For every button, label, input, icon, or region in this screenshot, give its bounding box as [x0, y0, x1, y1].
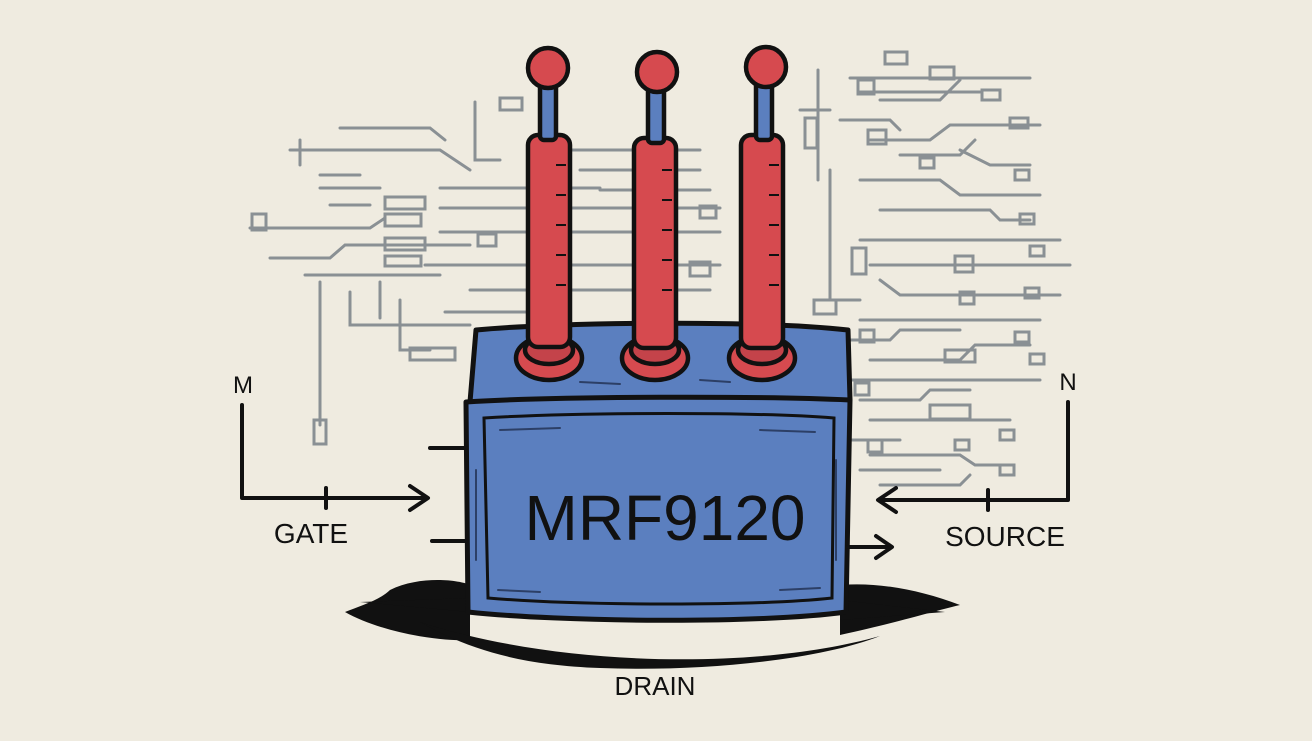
left-marker-label: M: [233, 372, 253, 399]
device-label: MRF9120: [525, 482, 806, 554]
circuit-traces-icon: [248, 50, 1072, 487]
ground-shadow: [345, 580, 960, 669]
arrow-right-icon: [408, 484, 430, 512]
drain-lead: [846, 534, 894, 560]
arrow-left-icon: [876, 486, 898, 514]
pin-1: [513, 45, 585, 383]
pins: [513, 44, 798, 383]
source-label: SOURCE: [945, 521, 1065, 552]
gate-lead: [240, 403, 430, 512]
pin-3: [726, 44, 798, 383]
drain-label: DRAIN: [615, 671, 696, 701]
gate-label: GATE: [274, 518, 348, 549]
right-marker-label: N: [1059, 369, 1076, 396]
source-lead: [876, 400, 1070, 514]
arrow-right-icon: [874, 534, 894, 560]
pin-2: [619, 49, 691, 383]
